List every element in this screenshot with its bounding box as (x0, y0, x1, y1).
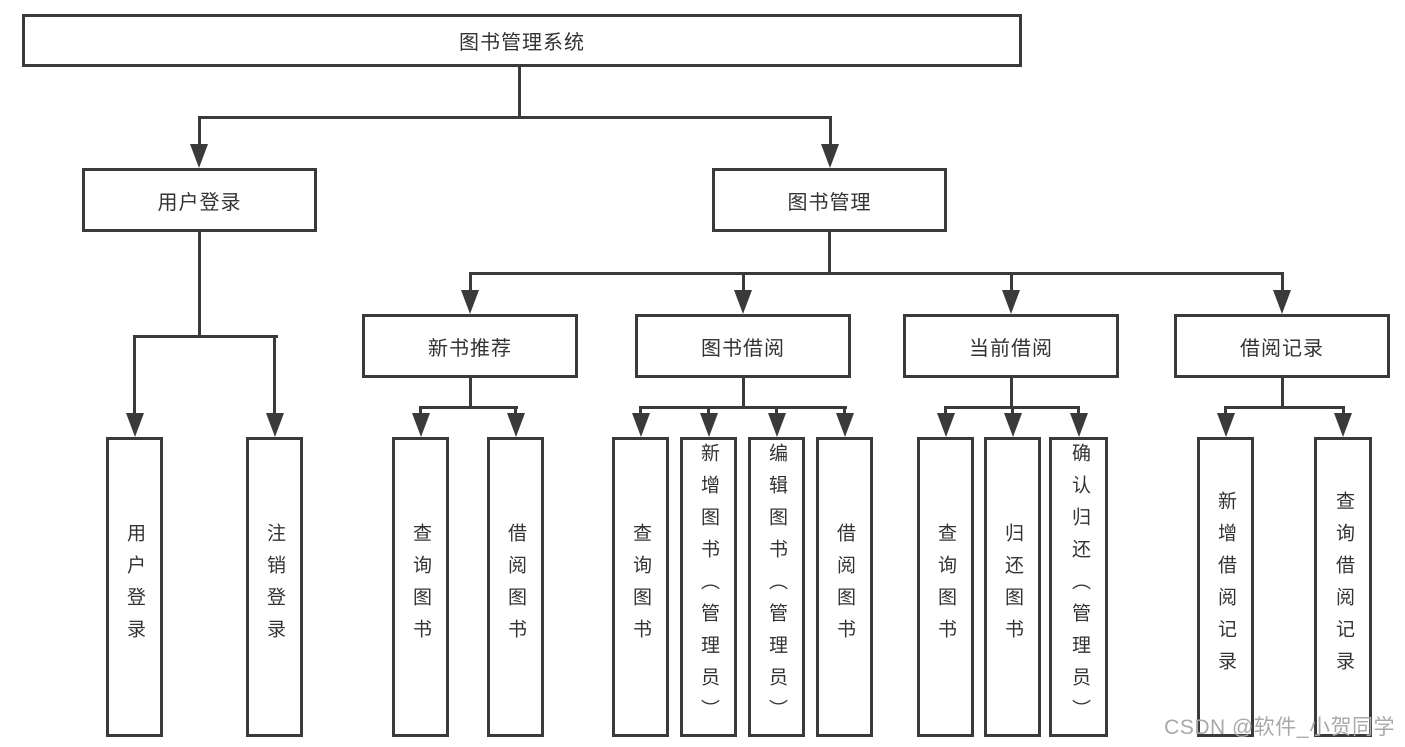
leaf-label: 编辑图书（管理员） (766, 443, 787, 731)
connector-line (1281, 272, 1284, 294)
connector-line (469, 378, 472, 409)
leaf-newbook-borrow-book: 借阅图书 (487, 437, 544, 737)
leaf-newbook-query-book: 查询图书 (392, 437, 449, 737)
arrowhead-down (1070, 413, 1088, 437)
connector-line (742, 378, 745, 409)
arrowhead-down (1004, 413, 1022, 437)
node-root: 图书管理系统 (22, 14, 1022, 67)
connector-line (198, 116, 201, 148)
leaf-borrow-add-book-admin: 新增图书（管理员） (680, 437, 737, 737)
connector-line (1010, 272, 1013, 294)
leaf-user-login: 用户登录 (106, 437, 163, 737)
arrowhead-down (126, 413, 144, 437)
connector-line (518, 66, 521, 119)
leaf-label: 借阅图书 (834, 523, 855, 651)
node-new-book-recommend: 新书推荐 (362, 314, 578, 378)
leaf-label: 借阅图书 (505, 523, 526, 651)
node-label: 图书借阅 (701, 337, 785, 360)
leaf-record-query-borrow-record: 查询借阅记录 (1314, 437, 1372, 737)
node-current-borrow: 当前借阅 (903, 314, 1119, 378)
node-label: 图书管理 (787, 191, 872, 214)
connector-line (1224, 406, 1345, 409)
leaf-record-add-borrow-record: 新增借阅记录 (1197, 437, 1254, 737)
connector-line (1342, 406, 1345, 417)
node-book-management: 图书管理 (712, 168, 947, 232)
connector-line (639, 406, 847, 409)
arrowhead-down (768, 413, 786, 437)
leaf-label: 查询图书 (935, 523, 956, 651)
connector-line (198, 116, 832, 119)
arrowhead-down (507, 413, 525, 437)
connector-line (198, 232, 201, 338)
leaf-borrow-edit-book-admin: 编辑图书（管理员） (748, 437, 805, 737)
connector-line (707, 406, 710, 417)
connector-line (828, 232, 831, 275)
leaf-current-confirm-return-admin: 确认归还（管理员） (1049, 437, 1108, 737)
arrowhead-down (1002, 290, 1020, 314)
connector-line (273, 335, 276, 417)
leaf-label: 查询图书 (630, 523, 651, 651)
node-label: 借阅记录 (1240, 337, 1324, 360)
connector-line (843, 406, 846, 417)
connector-line (514, 406, 517, 417)
leaf-label: 查询图书 (410, 523, 431, 651)
leaf-logout-login: 注销登录 (246, 437, 303, 737)
leaf-label: 注销登录 (264, 523, 285, 651)
connector-line (775, 406, 778, 417)
leaf-borrow-query-book: 查询图书 (612, 437, 669, 737)
connector-line (1011, 406, 1014, 417)
arrowhead-down (734, 290, 752, 314)
connector-line (1281, 378, 1284, 409)
connector-line (944, 406, 947, 417)
arrowhead-down (632, 413, 650, 437)
connector-line (1077, 406, 1080, 417)
leaf-label: 用户登录 (124, 523, 145, 651)
arrowhead-down (821, 144, 839, 168)
leaf-current-query-book: 查询图书 (917, 437, 974, 737)
node-label: 当前借阅 (969, 337, 1053, 360)
node-user-login: 用户登录 (82, 168, 317, 232)
leaf-current-return-book: 归还图书 (984, 437, 1041, 737)
connector-line (469, 272, 472, 294)
arrowhead-down (1334, 413, 1352, 437)
arrowhead-down (266, 413, 284, 437)
connector-line (742, 272, 745, 294)
arrowhead-down (461, 290, 479, 314)
csdn-watermark: CSDN @软件_小贺同学 (1164, 716, 1395, 739)
connector-line (829, 116, 832, 148)
leaf-label: 查询借阅记录 (1333, 491, 1354, 683)
connector-line (1224, 406, 1227, 417)
connector-line (133, 335, 278, 338)
node-label: 图书管理系统 (459, 32, 585, 54)
leaf-label: 新增图书（管理员） (698, 443, 719, 731)
arrowhead-down (1273, 290, 1291, 314)
leaf-label: 归还图书 (1002, 523, 1023, 651)
connector-line (133, 335, 136, 417)
connector-line (639, 406, 642, 417)
node-book-borrow: 图书借阅 (635, 314, 851, 378)
leaf-borrow-borrow-book: 借阅图书 (816, 437, 873, 737)
connector-line (469, 272, 1284, 275)
arrowhead-down (937, 413, 955, 437)
arrowhead-down (1217, 413, 1235, 437)
leaf-label: 确认归还（管理员） (1069, 443, 1090, 731)
connector-line (1010, 378, 1013, 409)
arrowhead-down (836, 413, 854, 437)
connector-line (419, 406, 518, 409)
node-label: 新书推荐 (428, 337, 512, 360)
arrowhead-down (700, 413, 718, 437)
node-label: 用户登录 (157, 191, 242, 214)
arrowhead-down (412, 413, 430, 437)
leaf-label: 新增借阅记录 (1215, 491, 1236, 683)
node-borrow-record: 借阅记录 (1174, 314, 1390, 378)
arrowhead-down (190, 144, 208, 168)
connector-line (419, 406, 422, 417)
